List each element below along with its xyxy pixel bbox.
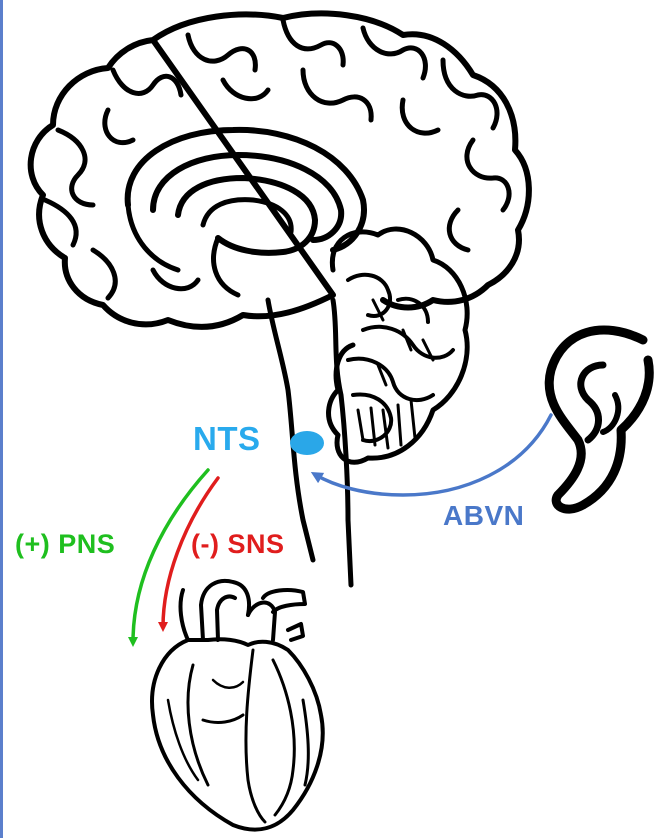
pns-label: (+) PNS bbox=[15, 529, 115, 559]
nts-nucleus-dot bbox=[290, 431, 324, 455]
abvn-arrow bbox=[316, 415, 551, 495]
heart-icon bbox=[152, 581, 323, 830]
sns-label: (-) SNS bbox=[191, 529, 285, 559]
ear-icon bbox=[549, 330, 649, 509]
vagus-diagram: NTS (+) PNS (-) SNS ABVN bbox=[3, 0, 655, 838]
nts-label: NTS bbox=[193, 420, 261, 457]
abvn-label: ABVN bbox=[443, 500, 524, 531]
